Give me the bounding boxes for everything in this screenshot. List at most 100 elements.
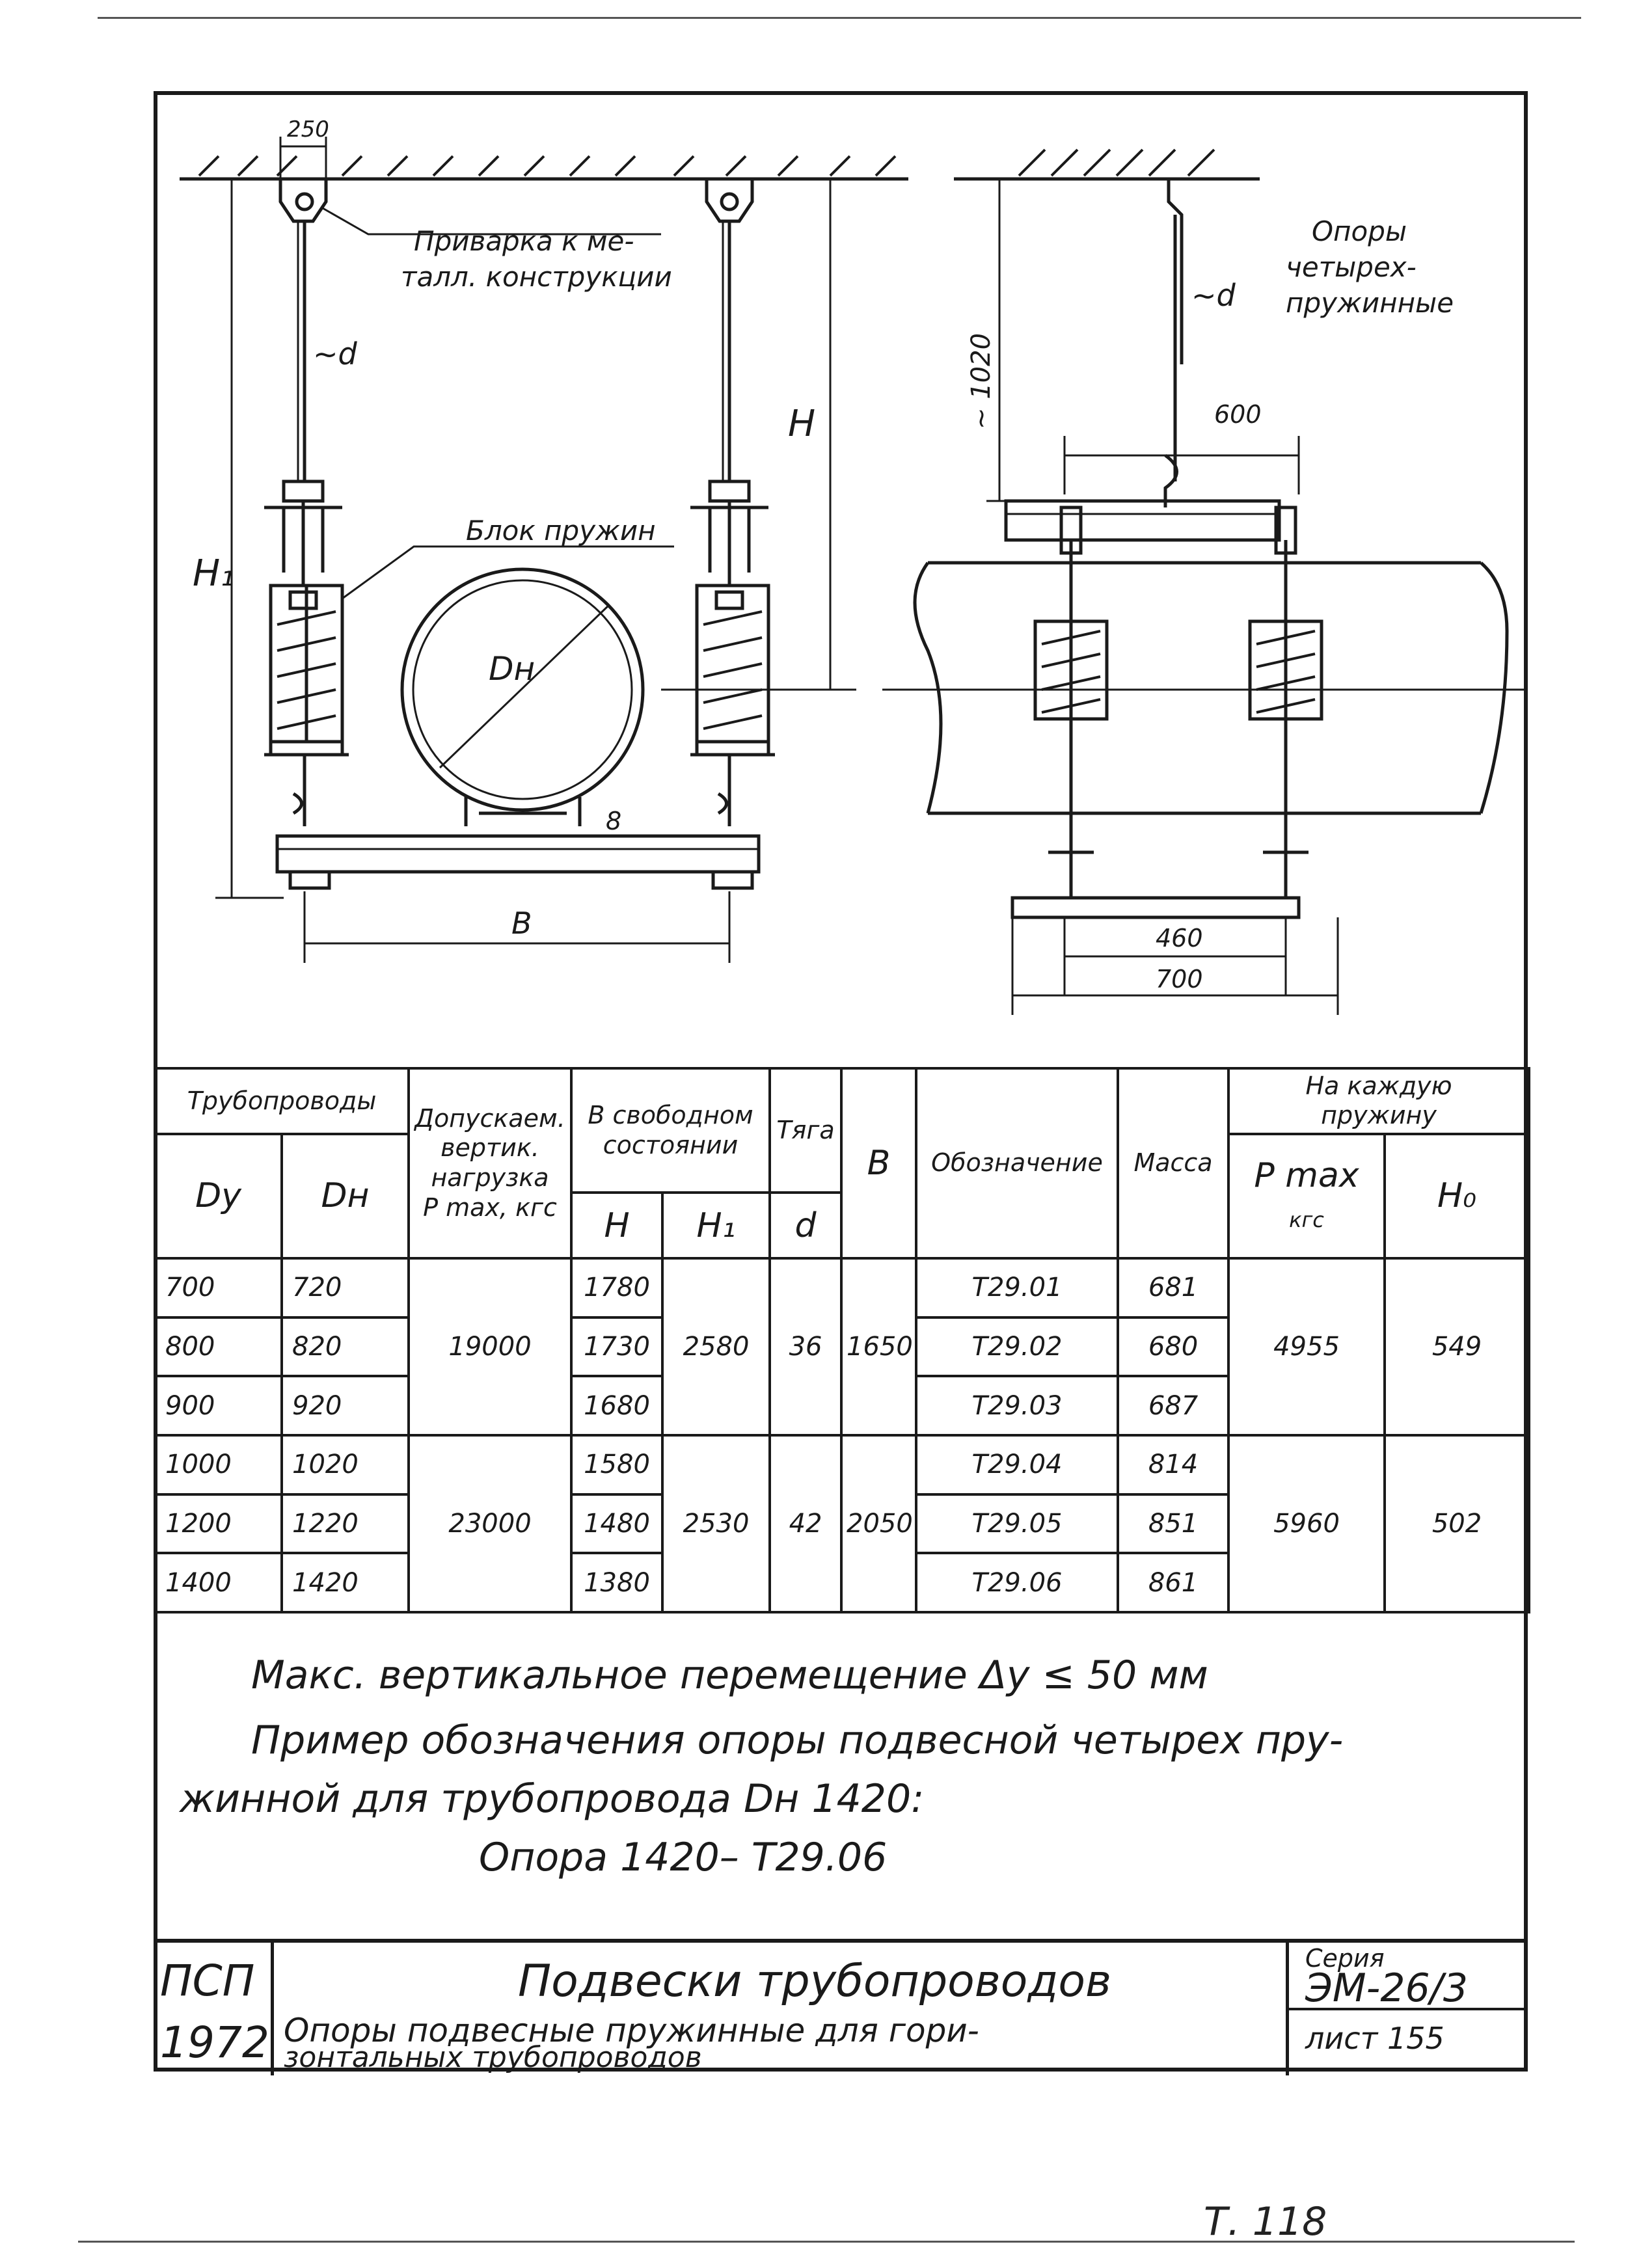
title-subtitle-2: зонтальных трубопроводов <box>284 2041 702 2074</box>
table-row: 800 820 1730 Т29.02 680 <box>154 1316 1529 1378</box>
header-mass: Масса <box>1117 1066 1230 1260</box>
cell-pmax: 23000 <box>407 1434 573 1613</box>
label-supports-3: пружинные <box>1286 287 1454 319</box>
cell-h: 1730 <box>570 1316 664 1378</box>
pipe-side-view <box>928 561 1481 815</box>
cell-h0: 502 <box>1383 1434 1531 1613</box>
cell-h: 1580 <box>570 1434 664 1496</box>
cell-designation: Т29.03 <box>915 1375 1120 1437</box>
cell-dn: 720 <box>280 1257 411 1319</box>
label-spring-block: Блок пружин <box>466 515 656 547</box>
label-rod-d-left: ~d <box>313 336 358 371</box>
cell-designation: Т29.06 <box>915 1552 1120 1613</box>
title-main: Подвески трубопроводов <box>518 1956 1112 2007</box>
left-lug <box>278 179 328 223</box>
label-welding-2: талл. конструкции <box>401 261 672 293</box>
label-dim-460: 460 <box>1156 924 1203 952</box>
label-supports-1: Опоры <box>1312 215 1407 247</box>
title-year: 1972 <box>160 2018 269 2068</box>
cell-dy: 1400 <box>154 1552 283 1613</box>
cell-dn: 1220 <box>280 1492 411 1555</box>
header-dn: Dн <box>280 1132 411 1260</box>
cell-mass: 861 <box>1117 1552 1230 1613</box>
right-spring-coils <box>703 610 763 730</box>
cell-dn: 820 <box>280 1316 411 1378</box>
header-rod: Тяга <box>768 1066 843 1195</box>
cell-dy: 1000 <box>154 1434 283 1496</box>
label-dim-600: 600 <box>1214 400 1262 429</box>
header-h1: H₁ <box>661 1191 772 1260</box>
top-border-rule <box>98 17 1581 19</box>
cell-designation: Т29.01 <box>915 1257 1120 1319</box>
table-row: 700 720 19000 1780 2580 36 1650 Т29.01 6… <box>154 1257 1531 1437</box>
label-dim-b: B <box>511 906 532 941</box>
header-h0: H₀ <box>1383 1132 1531 1260</box>
cell-dy: 800 <box>154 1316 283 1378</box>
pipe-diameter-line <box>439 604 610 769</box>
cell-dn: 1420 <box>280 1552 411 1613</box>
cell-h: 1780 <box>570 1257 664 1319</box>
header-per-spring: На каждую пружину <box>1227 1067 1531 1135</box>
label-dim-250: 250 <box>287 116 329 142</box>
right-lug <box>705 179 754 223</box>
cell-dy: 1200 <box>154 1492 283 1555</box>
left-top-washer <box>282 479 325 503</box>
table-row: 1400 1420 1380 Т29.06 861 <box>154 1552 1529 1613</box>
table-row: 1200 1220 1480 Т29.05 851 <box>154 1492 1529 1555</box>
header-b: B <box>840 1066 918 1260</box>
cell-designation: Т29.05 <box>915 1492 1120 1555</box>
cell-dn: 920 <box>280 1375 411 1437</box>
table-row: 1000 1020 23000 1580 2530 42 2050 Т29.04… <box>154 1434 1531 1613</box>
cell-dn: 1020 <box>280 1434 411 1496</box>
label-dim-8: 8 <box>606 807 621 835</box>
title-series-value: ЭМ-26/3 <box>1305 1965 1469 2011</box>
title-org: ПСП <box>160 1956 255 2006</box>
header-pmax: P max кгс <box>1227 1132 1387 1260</box>
cell-mass: 851 <box>1117 1492 1230 1555</box>
header-dy: Dу <box>154 1132 283 1260</box>
header-h: H <box>570 1191 664 1260</box>
cell-spring-pmax: 4955 <box>1227 1257 1387 1437</box>
cell-h: 1680 <box>570 1375 664 1437</box>
cell-designation: Т29.04 <box>915 1434 1120 1496</box>
cell-h0: 549 <box>1383 1257 1531 1437</box>
note-example-1: Пример обозначения опоры подвесной четыр… <box>251 1718 1344 1763</box>
header-pipelines: Трубопроводы <box>153 1067 411 1135</box>
cell-d: 42 <box>768 1434 843 1613</box>
note-max-displacement: Макс. вертикальное перемещение Δу ≤ 50 м… <box>251 1653 1208 1698</box>
cell-designation: Т29.02 <box>915 1316 1120 1378</box>
technical-drawing: 250 Приварка к ме- талл. конструкции ~d … <box>180 116 1526 1015</box>
cell-mass: 814 <box>1117 1434 1230 1496</box>
note-example-2: жинной для трубопровода Dн 1420: <box>180 1776 925 1822</box>
pipe-saddle <box>464 797 582 826</box>
ceiling-hatch-left <box>198 155 897 177</box>
footer-handwritten-mark: Т. 118 <box>1204 2199 1327 2245</box>
bottom-border-rule <box>78 2241 1575 2243</box>
bottom-beam-right <box>1010 896 1301 919</box>
right-spring-block <box>695 584 770 744</box>
pipe-section <box>400 567 645 812</box>
header-d: d <box>768 1191 843 1260</box>
spring-block-side-right <box>1248 619 1323 721</box>
crossbeam-left <box>275 834 761 874</box>
notes-section: Макс. вертикальное перемещение Δу ≤ 50 м… <box>154 1613 1528 1939</box>
specification-table: Трубопроводы Допускаем. вертик. нагрузка… <box>153 1066 1531 1613</box>
title-block: ПСП 1972 Подвески трубопроводов Опоры по… <box>154 1939 1528 2075</box>
note-example-designation: Опора 1420– Т29.06 <box>479 1835 888 1880</box>
cell-mass: 681 <box>1117 1257 1230 1319</box>
label-dim-1020: ~ 1020 <box>966 333 996 429</box>
ceiling-hatch-right <box>1018 148 1215 177</box>
cell-spring-pmax: 5960 <box>1227 1434 1387 1613</box>
title-sheet-number: лист 155 <box>1305 2021 1444 2056</box>
cell-mass: 687 <box>1117 1375 1230 1437</box>
cell-b: 1650 <box>840 1257 918 1437</box>
label-dim-h1: H₁ <box>193 552 235 595</box>
label-dim-h: H <box>788 403 815 445</box>
cell-b: 2050 <box>840 1434 918 1613</box>
cell-pmax: 19000 <box>407 1257 573 1437</box>
cell-h: 1480 <box>570 1492 664 1555</box>
cell-h: 1380 <box>570 1552 664 1613</box>
title-series-label: Серия <box>1305 1944 1385 1973</box>
label-rod-d-right: ~d <box>1191 278 1236 313</box>
cell-mass: 680 <box>1117 1316 1230 1378</box>
